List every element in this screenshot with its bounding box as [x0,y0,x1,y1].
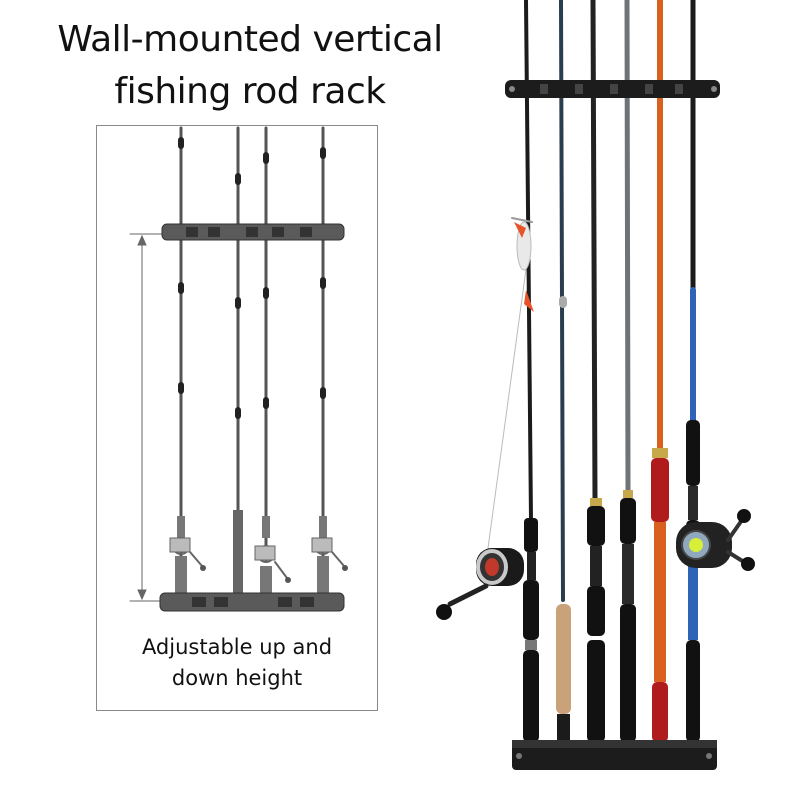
photo-rod-5 [651,0,669,742]
lure [511,217,534,312]
fishing-line [487,239,531,549]
spinning-reel [436,548,524,620]
diagram-rod [311,126,348,600]
photo-rod-1 [523,0,539,742]
diagram-rod [233,126,243,600]
caption-line-1: Adjustable up and [141,635,333,659]
title-line-1: Wall-mounted vertical [57,19,443,60]
photo-bottom-rack [512,740,717,770]
photo-rod-3 [587,0,605,742]
product-title: Wall-mounted vertical fishing rod rack [30,14,470,118]
diagram-rod [169,126,206,600]
height-dimension-arrow [129,233,171,602]
diagram-top-rack [161,223,345,241]
diagram-bottom-rack [159,592,345,612]
height-caption: Adjustable up and down height [96,632,378,694]
photo-rod-2 [556,0,571,742]
title-line-2: fishing rod rack [114,71,386,112]
photo-rod-6 [686,0,700,742]
diagram-panel [96,125,378,711]
photo-rod-4 [620,0,636,742]
rack-photo [436,0,755,770]
photo-top-rack [505,80,720,98]
diagram-rod [254,126,291,600]
rack-diagram [129,126,348,612]
baitcast-reel [676,509,755,571]
caption-line-2: down height [171,666,303,690]
